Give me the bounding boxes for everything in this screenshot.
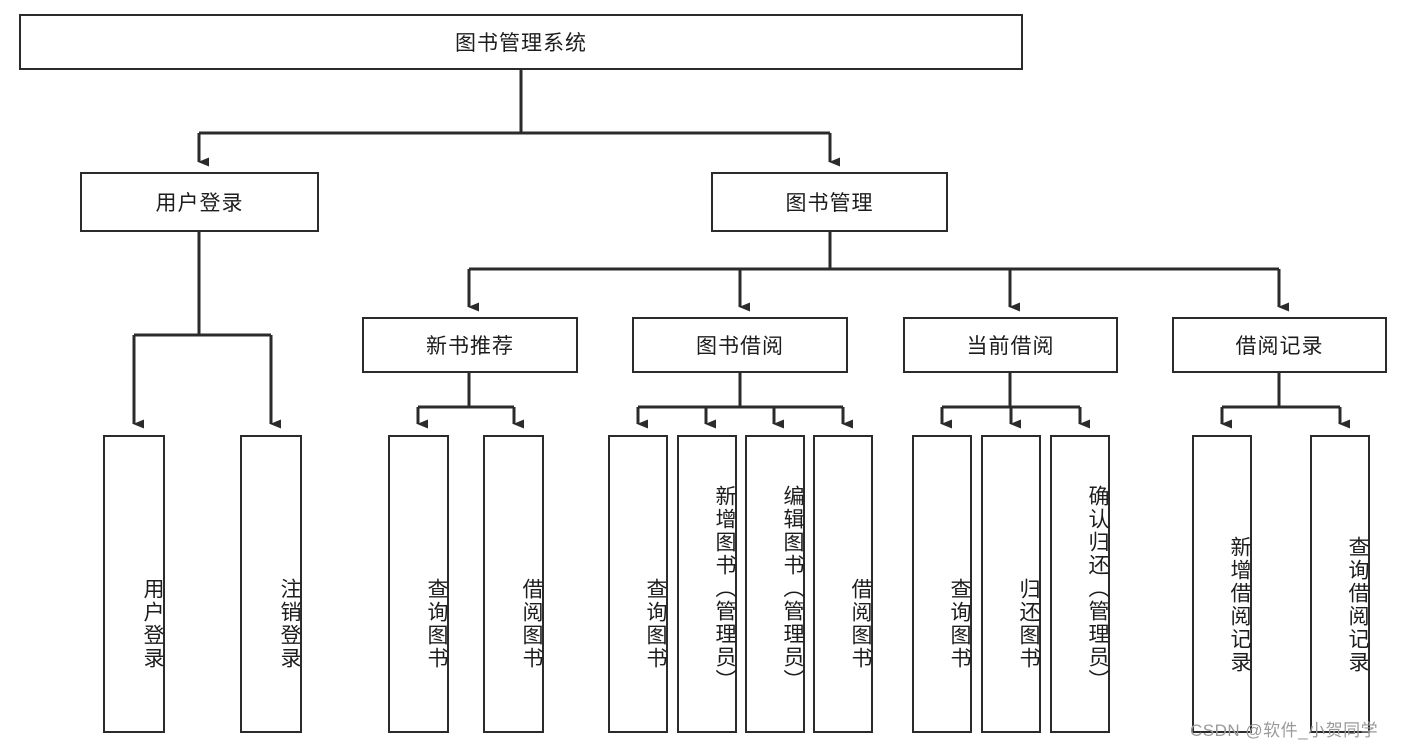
- node-leaf-query-books-borrow[interactable]: 查询图书: [608, 435, 668, 733]
- connector-root-to-level2: [197, 70, 840, 167]
- node-label: 新增图书（管理员）: [713, 484, 736, 692]
- node-book-borrowing[interactable]: 图书借阅: [632, 317, 848, 373]
- connector-bookmgmt-to-level3: [467, 232, 1289, 312]
- node-leaf-confirm-return-admin[interactable]: 确认归还（管理员）: [1050, 435, 1110, 733]
- node-label: 用户登录: [155, 192, 244, 215]
- node-leaf-add-borrowing-record[interactable]: 新增借阅记录: [1192, 435, 1252, 733]
- node-new-book-recommendation[interactable]: 新书推荐: [362, 317, 578, 373]
- node-label: 图书管理系统: [455, 32, 587, 55]
- node-book-management[interactable]: 图书管理: [711, 172, 948, 232]
- node-leaf-borrow-books-borrow[interactable]: 借阅图书: [813, 435, 873, 733]
- node-label: 借阅记录: [1235, 335, 1324, 358]
- csdn-watermark: CSDN @软件_小贺同学: [1190, 721, 1379, 740]
- node-leaf-query-books-newbook[interactable]: 查询图书: [388, 435, 449, 733]
- connector-current-to-leaves: [940, 373, 1090, 429]
- node-label: 查询图书: [948, 578, 971, 670]
- node-label: 查询借阅记录: [1346, 536, 1369, 674]
- node-label: 注销登录: [278, 578, 301, 670]
- node-leaf-query-borrowing-record[interactable]: 查询借阅记录: [1310, 435, 1370, 733]
- node-label: 图书管理: [785, 192, 874, 215]
- node-current-borrowing[interactable]: 当前借阅: [903, 317, 1118, 373]
- node-label: 图书借阅: [696, 335, 784, 358]
- node-label: 用户登录: [141, 578, 164, 670]
- connector-records-to-leaves: [1220, 373, 1350, 429]
- connector-newbook-to-leaves: [416, 373, 524, 429]
- node-label: 借阅图书: [849, 578, 872, 670]
- node-leaf-add-book-admin[interactable]: 新增图书（管理员）: [677, 435, 737, 733]
- node-leaf-logout[interactable]: 注销登录: [240, 435, 302, 733]
- node-label: 确认归还（管理员）: [1086, 484, 1109, 692]
- node-leaf-edit-book-admin[interactable]: 编辑图书（管理员）: [745, 435, 805, 733]
- node-leaf-user-login[interactable]: 用户登录: [103, 435, 165, 733]
- node-borrowing-records[interactable]: 借阅记录: [1172, 317, 1387, 373]
- node-label: 新书推荐: [426, 335, 514, 358]
- node-label: 查询图书: [425, 578, 448, 670]
- node-label: 新增借阅记录: [1228, 536, 1251, 674]
- node-user-login[interactable]: 用户登录: [80, 172, 319, 232]
- node-leaf-borrow-books-newbook[interactable]: 借阅图书: [483, 435, 544, 733]
- connector-login-to-leaves: [132, 232, 281, 429]
- node-label: 借阅图书: [520, 578, 543, 670]
- node-leaf-query-books-current[interactable]: 查询图书: [912, 435, 972, 733]
- node-label: 查询图书: [644, 578, 667, 670]
- connector-borrow-to-leaves: [636, 373, 853, 429]
- node-label: 当前借阅: [966, 335, 1055, 358]
- node-leaf-return-books[interactable]: 归还图书: [981, 435, 1041, 733]
- node-label: 编辑图书（管理员）: [781, 484, 804, 692]
- node-root-library-management-system[interactable]: 图书管理系统: [19, 14, 1023, 70]
- node-label: 归还图书: [1017, 578, 1040, 670]
